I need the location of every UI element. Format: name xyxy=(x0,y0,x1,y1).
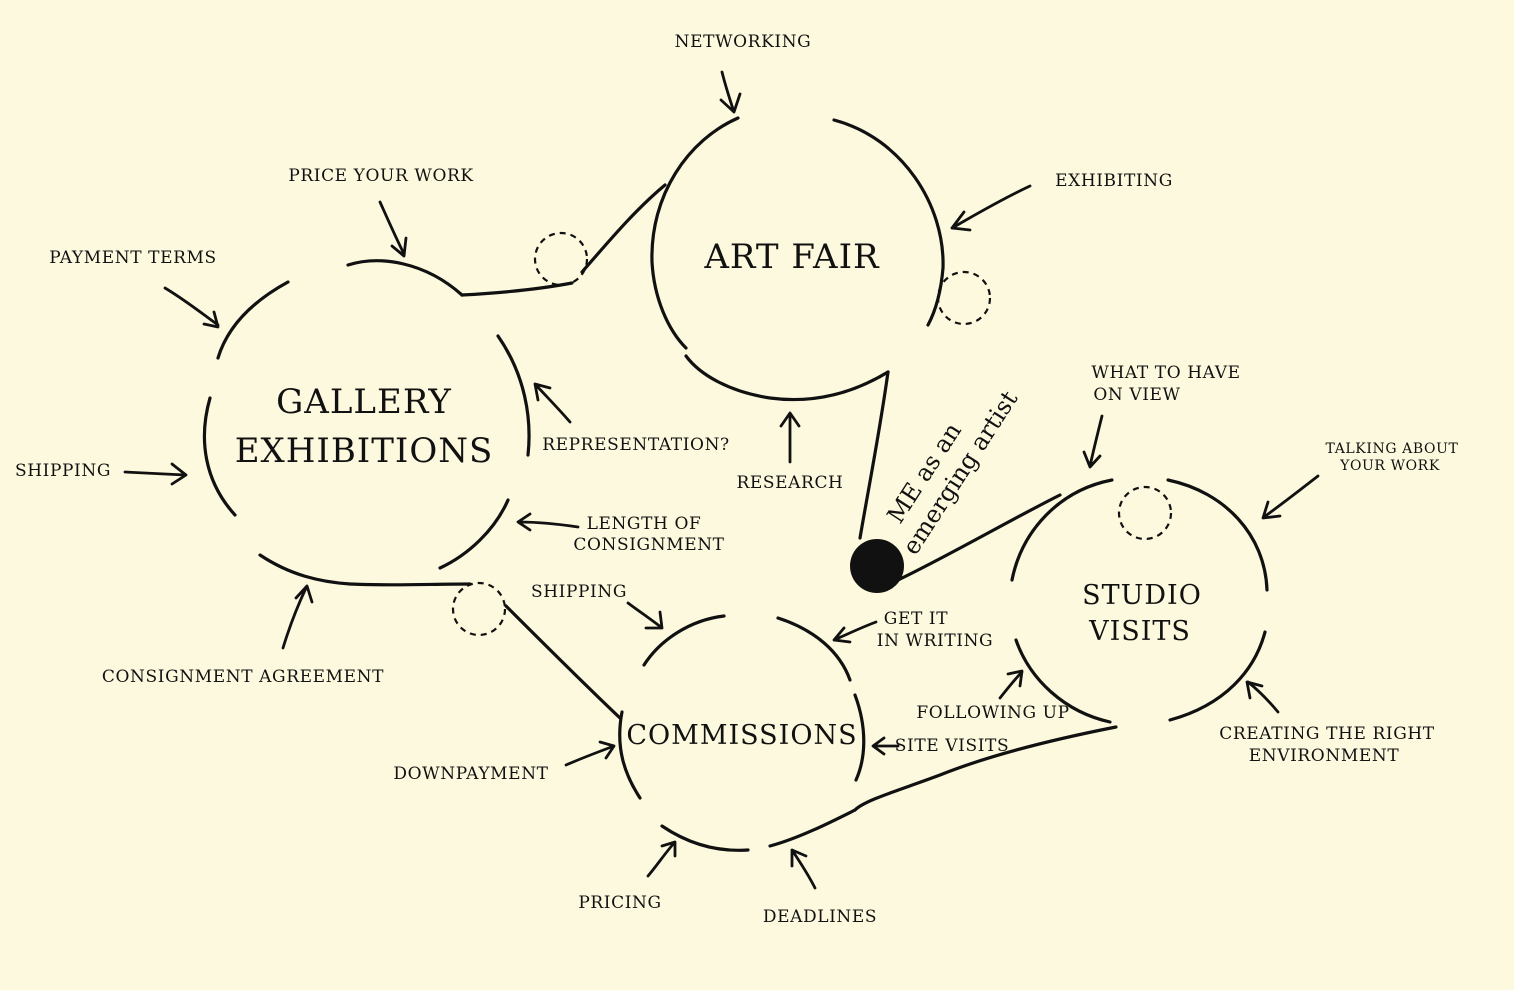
label-site-visits: SITE VISITS xyxy=(895,736,1009,756)
label-shipping-gallery: SHIPPING xyxy=(15,461,111,481)
dashed-circle-studio xyxy=(1117,485,1173,541)
dashed-circle-gallery-artfair xyxy=(533,231,589,287)
label-creating-1: CREATING THE RIGHT xyxy=(1219,724,1435,744)
me-label: ME as an emerging artist xyxy=(882,385,1024,559)
arrow-downpayment xyxy=(564,740,616,767)
dashed-circle-gallery-commissions xyxy=(451,581,507,637)
label-research: RESEARCH xyxy=(737,473,844,493)
arrow-shipping-gallery xyxy=(123,462,188,486)
label-what-to-have-2: ON VIEW xyxy=(1093,385,1180,405)
arrow-research xyxy=(779,411,801,464)
connector-lines xyxy=(460,183,1118,812)
label-pricing: PRICING xyxy=(578,893,661,913)
hub-gallery-line-2: EXHIBITIONS xyxy=(235,431,494,471)
art-fair-circle xyxy=(650,116,945,402)
arrow-what-to-have-on-view xyxy=(1082,414,1104,469)
me-dot xyxy=(850,539,904,593)
arrow-representation xyxy=(533,382,572,424)
arrow-site-visits xyxy=(871,736,900,756)
label-creating-2: ENVIRONMENT xyxy=(1249,746,1400,766)
label-length-of-consignment-2: CONSIGNMENT xyxy=(573,535,724,555)
label-what-to-have-1: WHAT TO HAVE xyxy=(1091,363,1240,383)
arrow-price-your-work xyxy=(378,200,408,258)
label-networking: NETWORKING xyxy=(675,32,812,52)
arrow-get-it-in-writing xyxy=(832,620,878,644)
label-get-it-1: GET IT xyxy=(884,609,948,629)
label-talking-about-1: TALKING ABOUT xyxy=(1326,441,1459,457)
label-representation: REPRESENTATION? xyxy=(542,435,730,455)
label-consignment-agreement: CONSIGNMENT AGREEMENT xyxy=(102,667,384,687)
hub-art-fair: ART FAIR xyxy=(703,237,880,277)
arrow-networking xyxy=(719,70,742,114)
arrow-exhibiting xyxy=(950,184,1032,232)
gallery-circle xyxy=(202,259,531,587)
arrow-pricing xyxy=(646,840,677,878)
arrow-following-up xyxy=(998,669,1024,700)
studio-visits-circle xyxy=(1010,478,1269,724)
hub-studio-line-2: VISITS xyxy=(1088,616,1191,647)
label-shipping-commissions: SHIPPING xyxy=(531,582,627,602)
label-payment-terms: PAYMENT TERMS xyxy=(49,248,217,268)
label-talking-about-2: YOUR WORK xyxy=(1339,458,1440,474)
arrow-talking-about-your-work xyxy=(1261,474,1320,520)
label-length-of-consignment-1: LENGTH OF xyxy=(587,514,702,534)
label-price-your-work: PRICE YOUR WORK xyxy=(288,166,473,186)
arrow-deadlines xyxy=(790,848,817,890)
label-get-it-2: IN WRITING xyxy=(877,631,994,651)
arrow-length-of-consignment xyxy=(516,512,580,532)
commissions-circle xyxy=(618,614,866,852)
dashed-markers xyxy=(451,231,1173,637)
arrow-shipping-commissions xyxy=(626,601,664,630)
hub-studio-line-1: STUDIO xyxy=(1082,580,1202,611)
arrow-creating-environment xyxy=(1245,680,1280,714)
arrow-consignment-agreement xyxy=(281,584,314,650)
label-downpayment: DOWNPAYMENT xyxy=(393,764,548,784)
hub-gallery-line-1: GALLERY xyxy=(276,382,452,422)
dashed-circle-artfair xyxy=(936,270,992,326)
label-following-up: FOLLOWING UP xyxy=(916,703,1069,723)
arrow-payment-terms xyxy=(163,286,220,329)
label-exhibiting: EXHIBITING xyxy=(1055,171,1173,191)
arrows xyxy=(123,70,1320,890)
label-deadlines: DEADLINES xyxy=(763,907,877,927)
hub-commissions: COMMISSIONS xyxy=(626,720,857,751)
